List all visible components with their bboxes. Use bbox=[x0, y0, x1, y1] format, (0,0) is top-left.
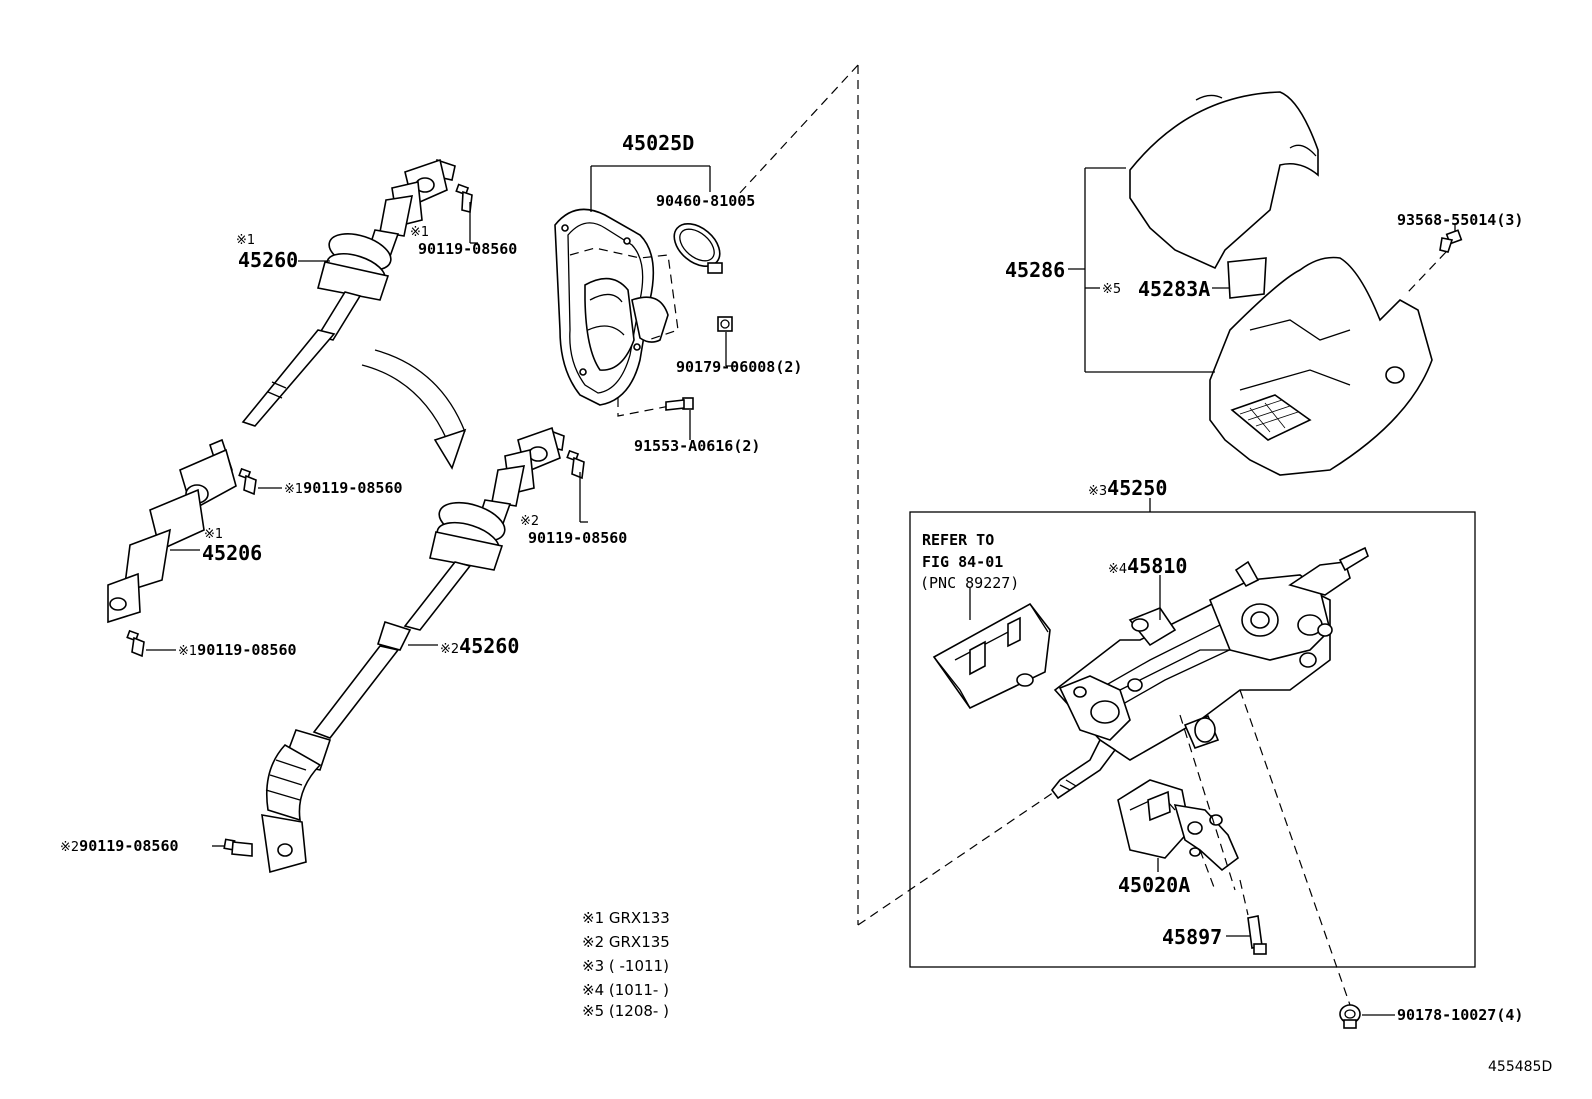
screw-label: 93568-55014(3) bbox=[1397, 211, 1524, 229]
legend-item: ※3 ( -1011) bbox=[582, 957, 669, 975]
bolt-f-label: 91553-A0616(2) bbox=[634, 437, 761, 455]
bolt-d-mark: ※2 bbox=[520, 514, 540, 529]
column-cover-label: 45286 bbox=[1005, 258, 1066, 282]
clip-label: 90178-10027(4) bbox=[1397, 1006, 1524, 1024]
bolt-e-label: ※290119-08560 bbox=[60, 837, 179, 855]
bolt-icon bbox=[566, 449, 588, 523]
direction-arrow-icon bbox=[361, 349, 467, 470]
bolt-b-label: ※190119-08560 bbox=[284, 479, 403, 497]
bolt-a-label: 90119-08560 bbox=[418, 240, 518, 258]
clamp-label: 90460-81005 bbox=[656, 192, 756, 210]
bolt-icon bbox=[212, 838, 253, 857]
nut-label: 90179-06008(2) bbox=[676, 358, 803, 376]
sensor-module-drawing bbox=[932, 588, 1051, 710]
cover-assembly-label: 45025D bbox=[622, 131, 695, 155]
upper-shaft-drawing bbox=[241, 158, 456, 427]
refer-line-3: (PNC 89227) bbox=[920, 574, 1020, 592]
bolt-icon bbox=[1226, 915, 1267, 955]
bolt-icon bbox=[455, 183, 478, 244]
refer-line-2[interactable]: FIG 84-01 bbox=[922, 553, 1004, 571]
cover-assembly-drawing bbox=[554, 165, 711, 417]
steering-column-drawing bbox=[1050, 546, 1369, 800]
joint-mark: ※1 bbox=[204, 527, 224, 542]
bracket-label: ※445810 bbox=[1108, 554, 1188, 578]
bolt-icon bbox=[238, 467, 282, 496]
shaft-upper-mark: ※1 bbox=[236, 233, 256, 248]
column-assembly-label: ※345250 bbox=[1088, 476, 1168, 500]
column-cover-drawing bbox=[1068, 91, 1433, 476]
screw-icon bbox=[1407, 225, 1463, 293]
bolt-icon bbox=[665, 397, 694, 440]
joint-drawing bbox=[107, 438, 237, 624]
nut-icon bbox=[717, 316, 738, 367]
refer-line-1: REFER TO bbox=[922, 531, 995, 549]
bolt-d-label: 90119-08560 bbox=[528, 529, 628, 547]
legend-item: ※5 (1208- ) bbox=[582, 1002, 669, 1020]
tilt-motor-drawing bbox=[1117, 779, 1239, 872]
shaft-upper-label: 45260 bbox=[238, 248, 299, 272]
label-mark: ※5 bbox=[1102, 282, 1122, 297]
shaft-lower-label: ※245260 bbox=[440, 634, 520, 658]
legend-item: ※4 (1011- ) bbox=[582, 981, 669, 999]
bolt-icon bbox=[126, 629, 176, 658]
legend-item: ※1 GRX133 bbox=[582, 909, 670, 927]
lower-shaft-drawing bbox=[261, 426, 565, 874]
joint-label: 45206 bbox=[202, 541, 263, 565]
legend-item: ※2 GRX135 bbox=[582, 933, 670, 951]
bolt-a-mark: ※1 bbox=[410, 225, 430, 240]
bolt-c-label: ※190119-08560 bbox=[178, 641, 297, 659]
label-part-label: 45283A bbox=[1138, 277, 1211, 301]
clip-icon bbox=[1339, 1004, 1395, 1029]
bolt-g-label: 45897 bbox=[1162, 925, 1223, 949]
motor-label: 45020A bbox=[1118, 873, 1191, 897]
figure-id: 455485D bbox=[1488, 1059, 1553, 1075]
clamp-drawing bbox=[673, 223, 723, 274]
